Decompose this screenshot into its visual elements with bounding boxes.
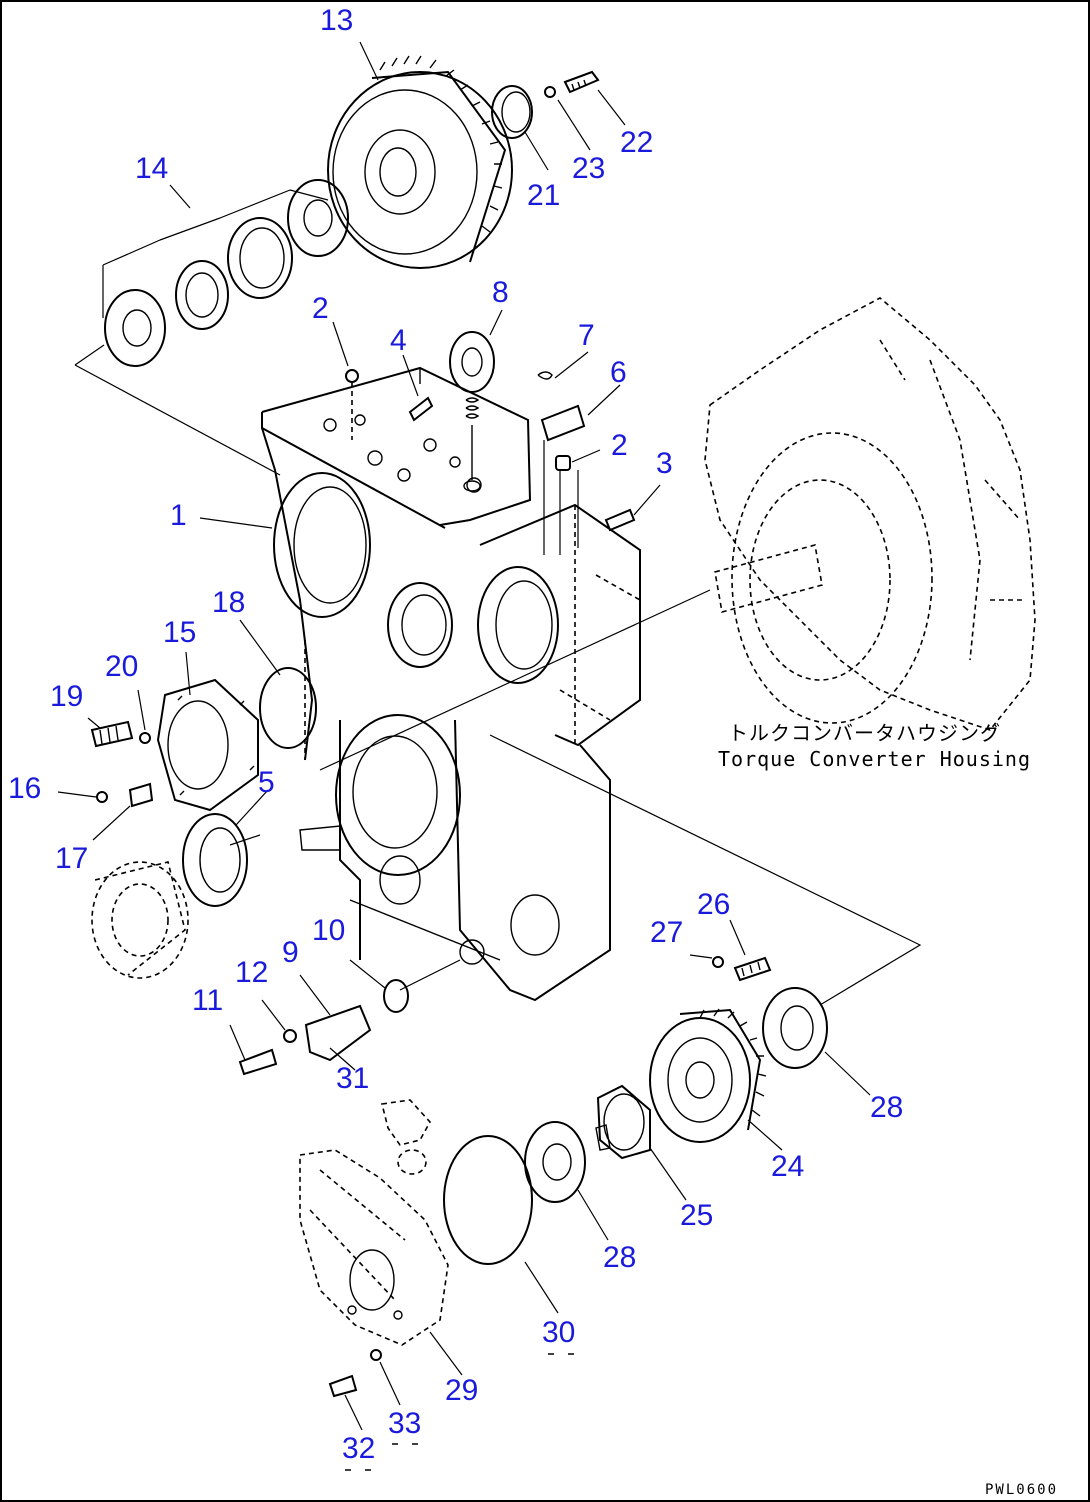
parts-29-33-bottom-cover xyxy=(299,1135,533,1398)
callout-3: 3 xyxy=(656,447,673,480)
callout-24: 24 xyxy=(771,1150,804,1183)
callout-leaders xyxy=(57,41,871,1431)
callout-2-right: 2 xyxy=(611,429,628,462)
callout-2-top: 2 xyxy=(312,292,329,325)
callout-13: 13 xyxy=(320,4,353,37)
callout-9: 9 xyxy=(282,936,299,969)
callout-19: 19 xyxy=(50,680,83,713)
callout-10: 10 xyxy=(312,914,345,947)
callout-numbers: 13 14 22 23 21 2 4 8 7 6 2 3 1 18 15 20 … xyxy=(8,4,903,1465)
callout-27: 27 xyxy=(650,916,683,949)
callout-17: 17 xyxy=(55,842,88,875)
housing-label-japanese: トルクコンバータハウジング xyxy=(728,721,1001,745)
callout-7: 7 xyxy=(578,319,595,352)
parts-21-22-23-cover-bolt xyxy=(491,70,600,139)
callout-23: 23 xyxy=(572,152,605,185)
callout-21: 21 xyxy=(527,179,560,212)
callout-28-lower: 28 xyxy=(603,1241,636,1274)
callout-15: 15 xyxy=(163,616,196,649)
housing-label-english: Torque Converter Housing xyxy=(718,747,1031,771)
part-14-bearing-set xyxy=(102,179,349,367)
callout-30: 30 xyxy=(542,1316,575,1349)
parts-9-12-31 xyxy=(238,979,431,1175)
callout-33: 33 xyxy=(388,1407,421,1440)
parts-24-28-gear-set xyxy=(524,956,828,1203)
callout-underline-marks xyxy=(345,1353,574,1471)
callout-32: 32 xyxy=(342,1432,375,1465)
callout-6: 6 xyxy=(610,356,627,389)
callout-16: 16 xyxy=(8,772,41,805)
callout-8: 8 xyxy=(492,276,509,309)
part-1-transmission-case xyxy=(261,366,641,1002)
top-fittings xyxy=(345,331,636,555)
part-13-gear xyxy=(327,55,513,269)
torque-converter-housing xyxy=(704,297,1036,731)
callout-29: 29 xyxy=(445,1374,478,1407)
callout-26: 26 xyxy=(697,888,730,921)
callout-18: 18 xyxy=(212,586,245,619)
callout-20: 20 xyxy=(105,650,138,683)
callout-31: 31 xyxy=(336,1062,369,1095)
callout-25: 25 xyxy=(680,1199,713,1232)
callout-5: 5 xyxy=(258,766,275,799)
callout-22: 22 xyxy=(620,126,653,159)
callout-14: 14 xyxy=(135,152,168,185)
drawing-code: PWL0600 xyxy=(985,1482,1058,1498)
part-15-cover-cluster xyxy=(90,667,317,979)
callout-12: 12 xyxy=(235,956,268,989)
callout-11: 11 xyxy=(192,984,223,1017)
assembly-lines xyxy=(74,344,922,1006)
callout-1: 1 xyxy=(170,499,187,532)
callout-4: 4 xyxy=(390,324,407,357)
callout-28-right: 28 xyxy=(870,1091,903,1124)
